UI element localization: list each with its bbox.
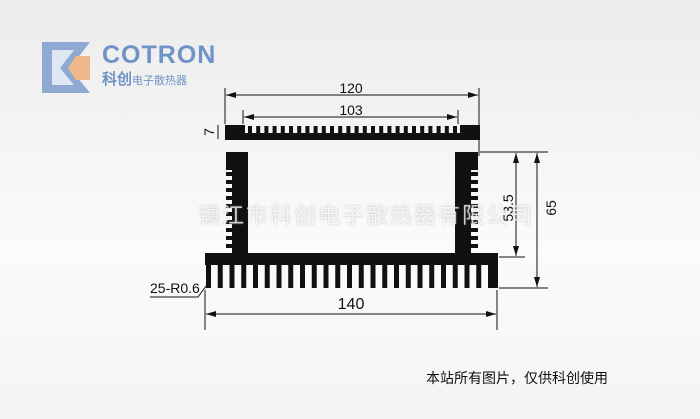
base-fin — [429, 264, 435, 288]
heatsink-profile — [205, 125, 498, 288]
dim-top-inner: 103 — [339, 102, 363, 118]
top-fin — [412, 126, 416, 134]
base-fin — [488, 264, 493, 288]
left-column-fin — [226, 236, 234, 240]
dim-height-inner: 53.5 — [500, 194, 516, 221]
right-column-fin — [470, 236, 478, 240]
brand-cn-small: 电子散热器 — [132, 75, 188, 87]
base-fin — [241, 264, 247, 288]
base-fin — [476, 264, 482, 288]
base-fin — [493, 264, 498, 288]
brand-cn-bold: 科创 — [102, 71, 133, 88]
right-column-fin — [470, 244, 478, 248]
top-fin — [387, 126, 392, 134]
right-column-fin — [470, 188, 478, 192]
base-fin — [382, 264, 388, 288]
base-fin — [288, 264, 294, 288]
top-fin — [321, 126, 326, 134]
left-column-fin — [226, 180, 234, 184]
base-fin — [405, 264, 411, 288]
top-fin — [379, 126, 384, 134]
base-fin — [311, 264, 317, 288]
top-fin — [354, 126, 359, 134]
base-fin — [441, 264, 446, 288]
base-fin — [464, 264, 470, 288]
base-fin — [276, 264, 282, 288]
left-column-fin — [226, 228, 234, 232]
top-fin — [395, 126, 400, 134]
left-column-fin — [226, 172, 234, 176]
right-column-fin — [470, 228, 478, 232]
top-fin — [428, 126, 433, 134]
right-column-fin — [470, 212, 478, 216]
right-column-fin — [470, 196, 478, 200]
top-fin — [330, 126, 334, 134]
base-fin — [300, 264, 305, 288]
cotron-logo-mark — [42, 42, 90, 93]
top-fin — [297, 126, 302, 134]
right-column — [455, 152, 471, 254]
top-fin — [453, 126, 457, 134]
base-fin — [452, 264, 458, 288]
dim-height-total: 65 — [543, 200, 559, 216]
top-fin — [248, 126, 252, 134]
right-column-fin — [470, 220, 478, 224]
top-fin — [420, 126, 425, 134]
right-column-cap — [455, 152, 478, 170]
watermark: 镇江市科创电子散热器有限公司 — [198, 203, 535, 228]
base-fin — [370, 264, 376, 288]
top-plate-base — [225, 133, 480, 140]
left-column-fin — [226, 212, 234, 216]
top-fin — [444, 126, 449, 134]
brand-name: COTRON — [102, 41, 217, 69]
dim-top-thickness: 7 — [201, 128, 217, 136]
top-plate-end — [225, 125, 245, 133]
brand-cn: 科创电子散热器 — [102, 68, 187, 89]
dimension-lines — [150, 88, 548, 330]
top-fin — [280, 126, 285, 134]
base-plate — [205, 253, 498, 265]
top-fin — [272, 126, 277, 134]
top-fin — [256, 126, 261, 134]
base-fin — [358, 264, 364, 288]
left-column-fin — [226, 204, 234, 208]
top-fin — [313, 126, 318, 134]
base-fin — [253, 264, 258, 288]
base-fin — [264, 264, 270, 288]
top-fin — [305, 126, 310, 134]
top-fin — [289, 126, 293, 134]
top-fin — [346, 126, 351, 134]
top-fin — [338, 126, 343, 134]
top-fin — [371, 126, 375, 134]
usage-notice: 本站所有图片，仅供科创使用 — [426, 370, 608, 386]
left-column-fin — [226, 220, 234, 224]
base-fin — [206, 264, 211, 288]
top-fin — [436, 126, 441, 134]
base-fin — [323, 264, 329, 288]
top-plate-end — [460, 125, 480, 133]
base-fin — [217, 264, 223, 288]
left-column-fin — [226, 196, 234, 200]
fin-note: 25-R0.6 — [150, 280, 200, 296]
dim-base-width: 140 — [338, 296, 365, 313]
right-column-fin — [470, 180, 478, 184]
base-fin — [335, 264, 341, 288]
base-fin — [347, 264, 352, 288]
base-fin — [394, 264, 399, 288]
top-fin — [264, 126, 269, 134]
right-column-fin — [470, 204, 478, 208]
top-fin — [362, 126, 367, 134]
dim-top-width: 120 — [339, 80, 363, 96]
base-fin — [229, 264, 235, 288]
left-column-cap — [226, 152, 248, 170]
left-column-fin — [226, 188, 234, 192]
top-fin — [403, 126, 408, 134]
base-fin — [417, 264, 423, 288]
left-column-fin — [226, 244, 234, 248]
right-column-fin — [470, 172, 478, 176]
left-column — [232, 152, 248, 254]
